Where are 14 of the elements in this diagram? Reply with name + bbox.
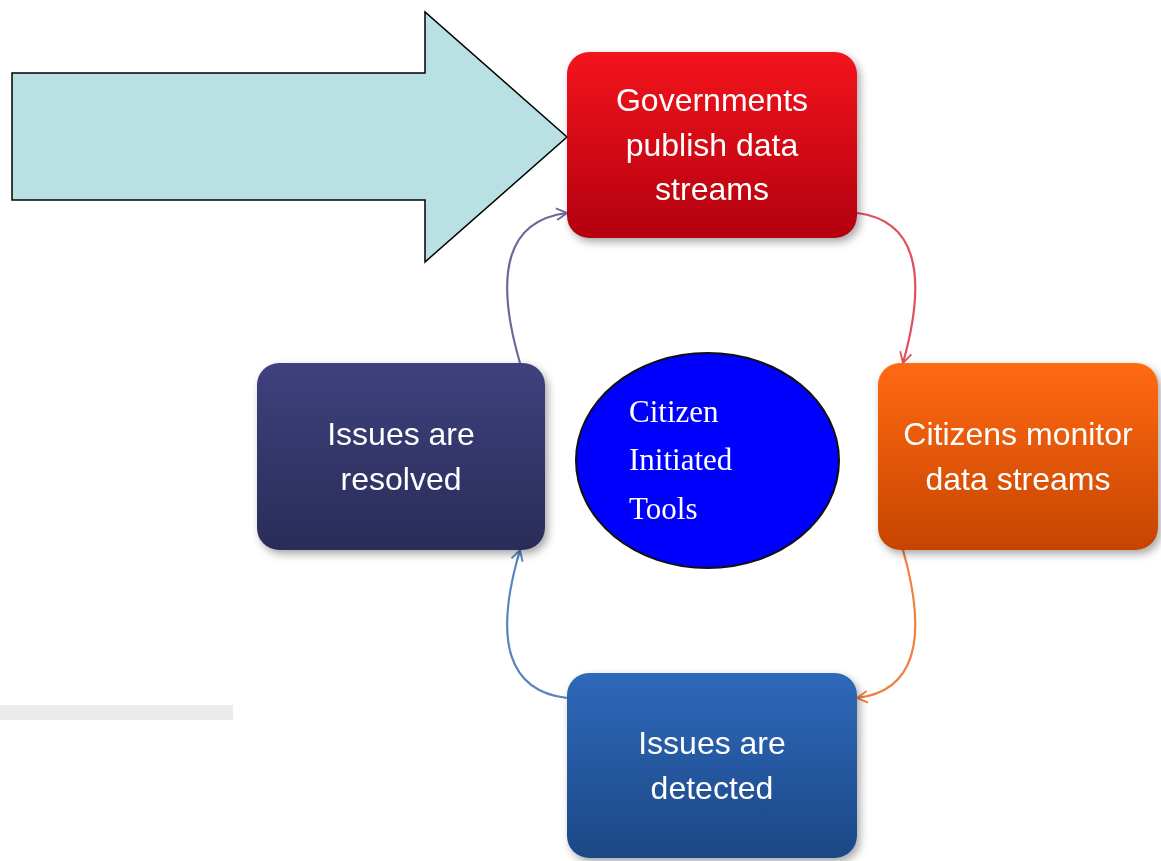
node-label: Governments publish data streams xyxy=(614,80,810,210)
node-label: Citizen Initiated Tools xyxy=(629,393,734,528)
process-box xyxy=(567,673,857,858)
curved-arrow xyxy=(856,549,917,703)
curved-arrow xyxy=(506,208,568,364)
curved-arrow xyxy=(506,549,568,700)
block-arrow xyxy=(11,10,569,264)
node-label: Citizens monitor data streams xyxy=(902,414,1134,499)
process-box xyxy=(257,363,545,550)
process-box xyxy=(878,363,1158,550)
curved-arrow xyxy=(856,211,917,364)
node-label: Issues are resolved xyxy=(326,414,476,499)
process-box xyxy=(567,52,857,238)
node-label: Issues are detected xyxy=(637,723,787,808)
